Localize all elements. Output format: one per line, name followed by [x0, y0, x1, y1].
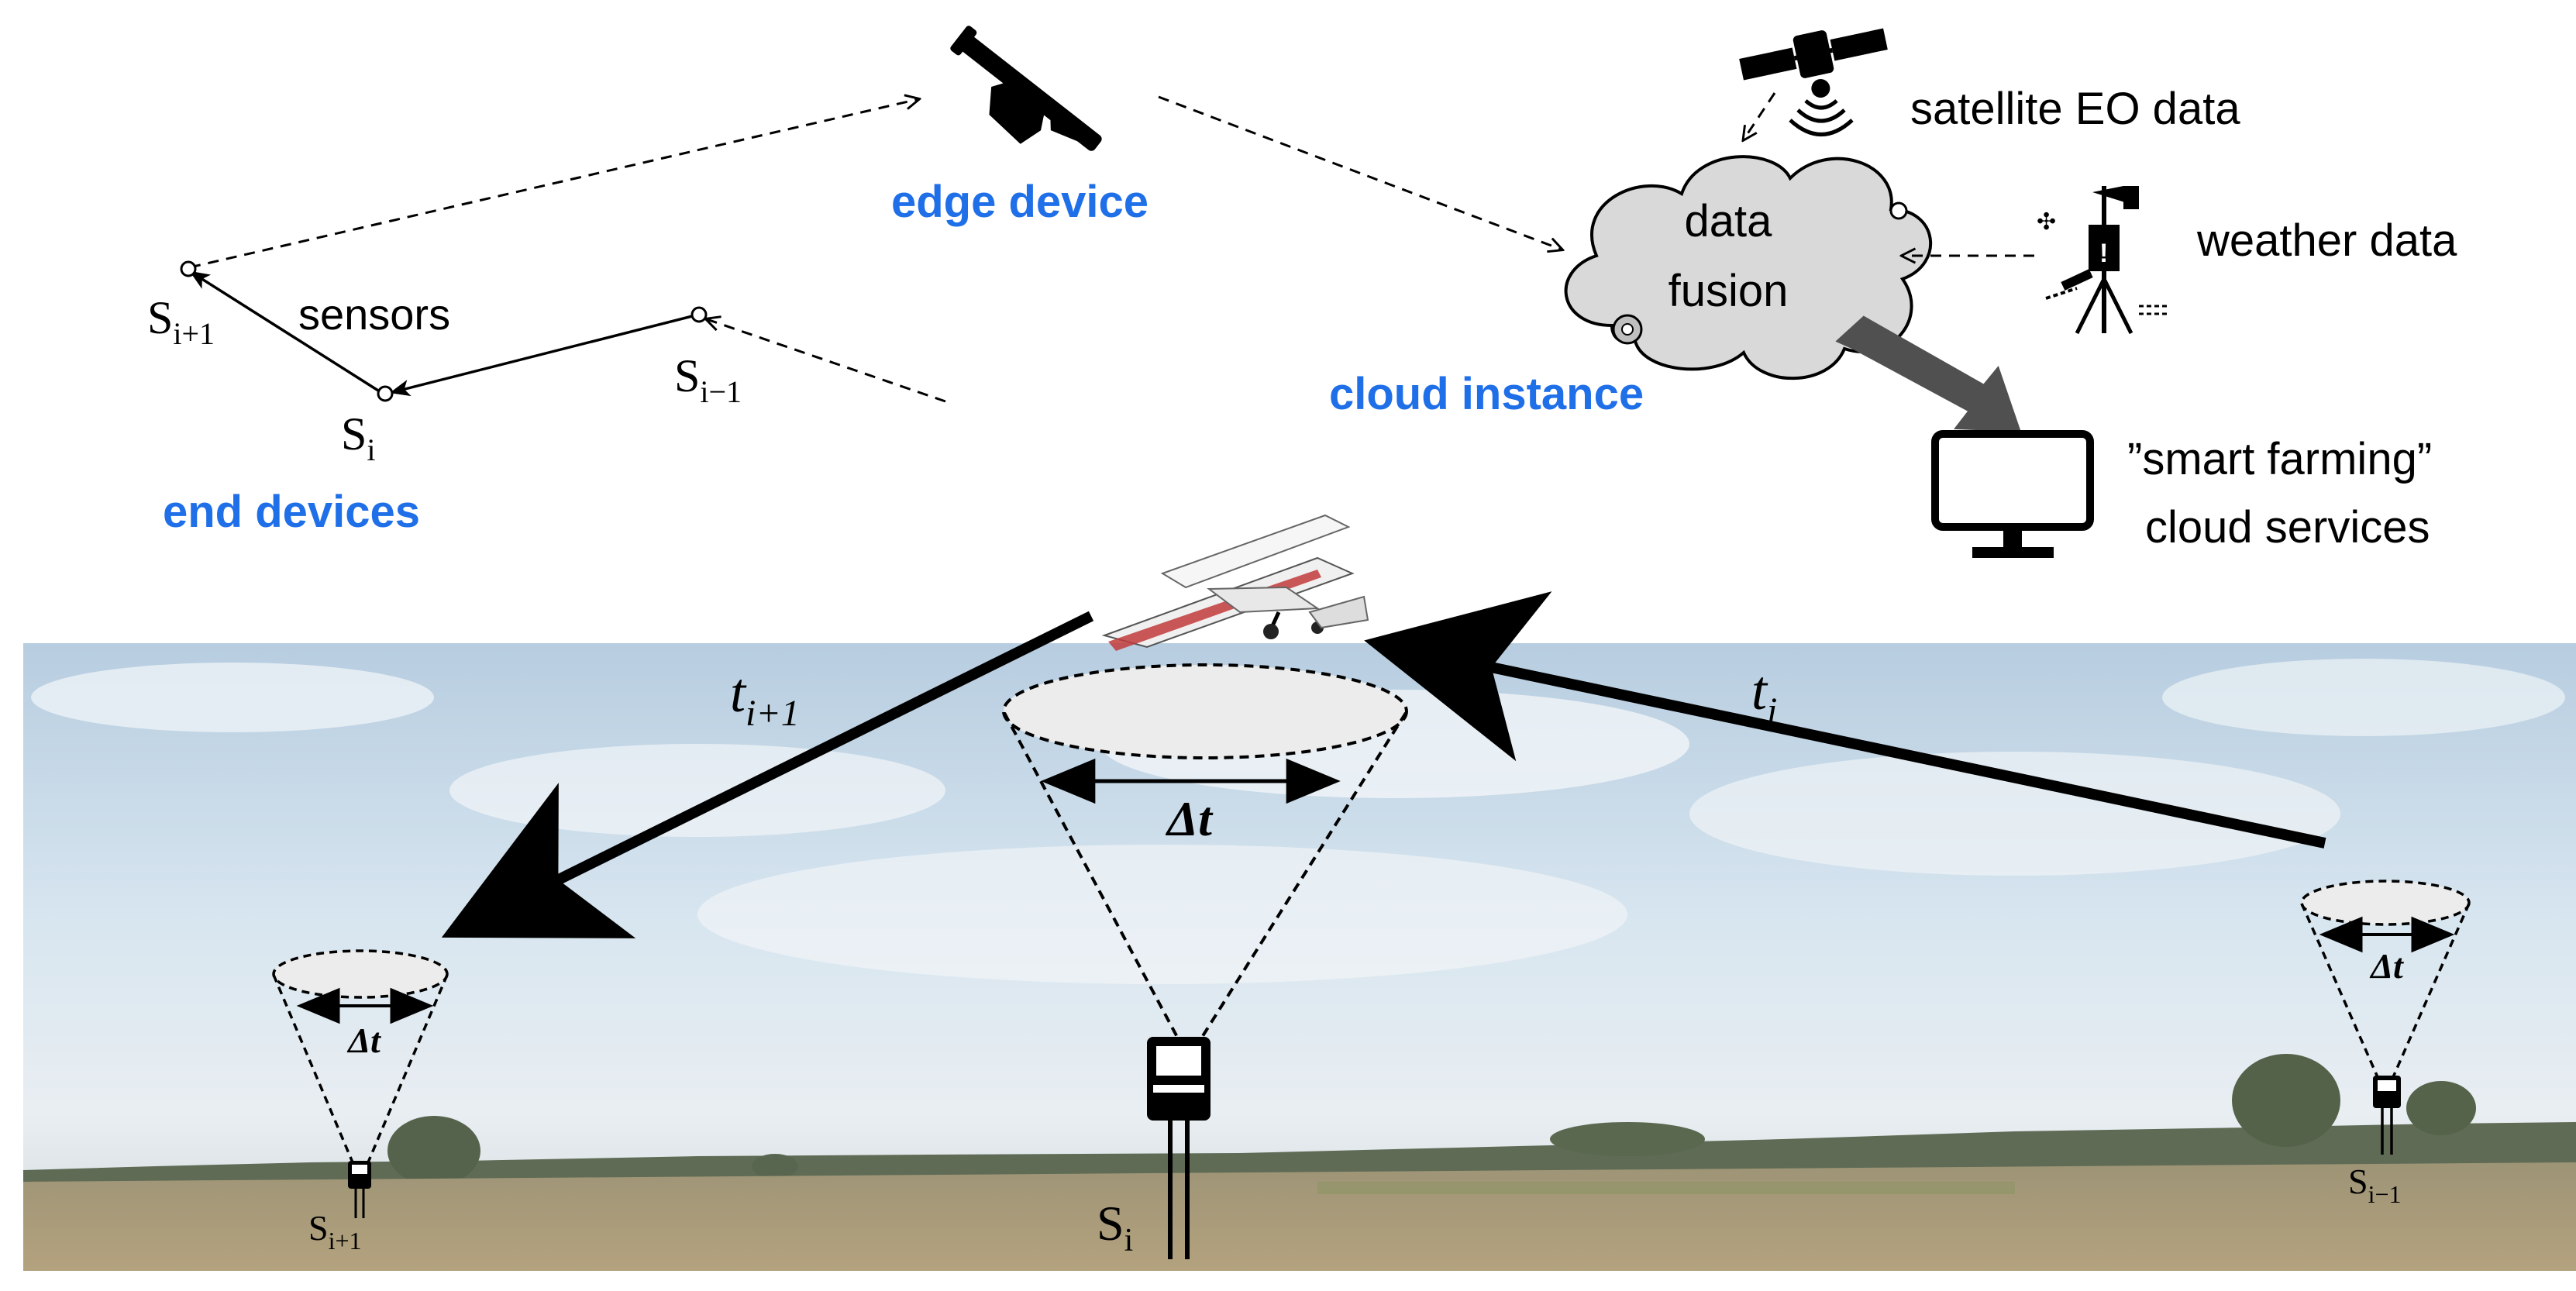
arrow-t-i	[1364, 591, 2326, 849]
label-sensor-right: Si−1	[2348, 1162, 2402, 1208]
node-s-i1	[180, 260, 197, 277]
link-edge-to-cloud	[1158, 95, 1562, 250]
edge-device-drone-icon	[950, 26, 1102, 151]
monitor-icon	[1931, 430, 2094, 558]
label-sensor-center: Si	[1097, 1196, 1133, 1258]
sensor-device-right-icon	[2373, 1076, 2401, 1155]
label-fusion: fusion	[1669, 266, 1789, 316]
label-weather: weather data	[2196, 215, 2457, 266]
label-delta-right: Δt	[2369, 946, 2404, 986]
cloud-to-services-arrow	[1835, 315, 2021, 432]
sensor-cone-left: Δt	[272, 949, 449, 1163]
signal-icon	[1789, 99, 1854, 136]
label-cloud-services: cloud services	[2145, 502, 2430, 553]
data-fusion-cloud: data fusion	[1564, 155, 1933, 380]
satellite-icon	[1739, 28, 1888, 98]
label-satellite-eo: satellite EO data	[1910, 84, 2240, 134]
node-s-im1	[690, 306, 708, 323]
label-s-i: Si	[341, 408, 376, 467]
label-data: data	[1685, 196, 1773, 246]
label-sensor-left: Si+1	[308, 1208, 362, 1255]
label-delta-center: Δt	[1165, 791, 1214, 846]
svg-text:!: !	[2099, 239, 2108, 268]
label-cloud-instance: cloud instance	[1329, 369, 1644, 419]
node-s-i	[377, 385, 394, 402]
sensor-device-center-icon	[1147, 1037, 1211, 1259]
link-si-to-si1	[189, 270, 379, 392]
label-smart-farming: ”smart farming”	[2127, 434, 2432, 484]
label-s-im1: Si−1	[674, 350, 742, 409]
link-sim1-to-si	[389, 315, 693, 397]
sensor-cone-center: Δt	[1002, 663, 1408, 1040]
label-t-i: ti	[1751, 659, 1777, 732]
link-sensor-to-edge	[189, 99, 918, 269]
weather-station-icon: ! ✣	[2037, 186, 2170, 335]
sensor-device-left-icon	[348, 1161, 371, 1218]
label-s-i1: Si+1	[147, 292, 215, 351]
label-edge-device: edge device	[891, 177, 1149, 227]
arrow-t-i1	[441, 611, 1094, 938]
sensor-cone-right: Δt	[2300, 880, 2471, 1078]
label-sensors: sensors	[298, 290, 450, 339]
link-satellite-to-cloud	[1744, 92, 1776, 139]
link-incoming	[707, 319, 946, 403]
label-end-devices: end devices	[163, 487, 420, 537]
end-devices-network: sensors Si+1 Si Si−1 end devices	[147, 99, 946, 537]
label-t-i1: ti+1	[730, 662, 800, 734]
svg-text:✣: ✣	[2037, 209, 2056, 235]
uav-airplane-icon	[1101, 514, 1369, 651]
label-delta-left: Δt	[346, 1021, 381, 1060]
